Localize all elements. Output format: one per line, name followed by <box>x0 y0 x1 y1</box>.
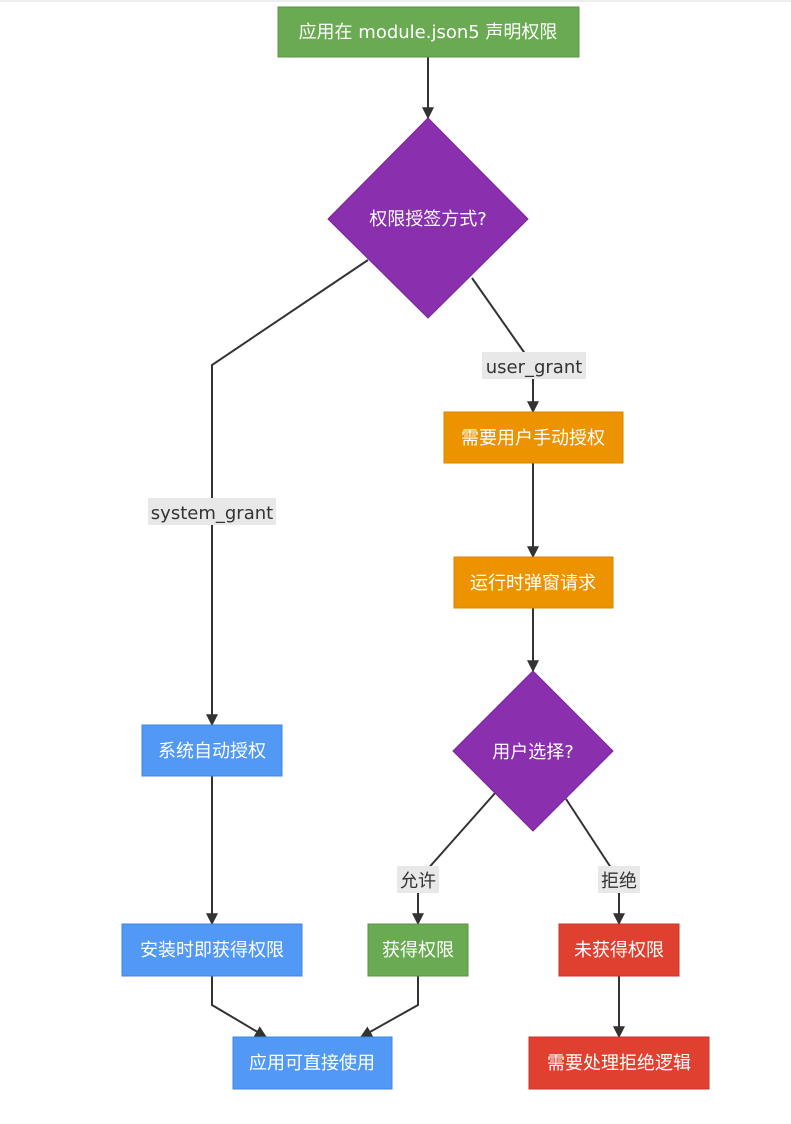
node-handle-reject: 需要处理拒绝逻辑 <box>528 1036 710 1090</box>
node-granted: 获得权限 <box>367 923 469 977</box>
node-handle-reject-text: 需要处理拒绝逻辑 <box>547 1053 691 1074</box>
edge-label-user-grant-text: user_grant <box>486 357 583 378</box>
edge-label-allow: 允许 <box>397 866 439 893</box>
node-runtime-popup: 运行时弹窗请求 <box>453 556 614 609</box>
edge-label-reject-text: 拒绝 <box>601 871 637 892</box>
node-need-user: 需要用户手动授权 <box>443 411 624 464</box>
edge-type-to-system <box>206 259 369 727</box>
node-declare: 应用在 module.json5 声明权限 <box>277 6 580 58</box>
node-user-choice: 用户选择? <box>452 670 614 832</box>
node-not-granted: 未获得权限 <box>558 923 680 977</box>
node-need-user-text: 需要用户手动授权 <box>461 428 605 449</box>
node-not-granted-text: 未获得权限 <box>574 940 664 961</box>
edge-install-to-use <box>211 976 268 1038</box>
edge-label-system-grant-text: system_grant <box>151 503 273 524</box>
node-system-auto: 系统自动授权 <box>141 724 283 777</box>
node-user-choice-text: 用户选择? <box>492 742 574 763</box>
node-system-auto-text: 系统自动授权 <box>158 741 266 762</box>
edge-choice-to-reject <box>565 798 625 926</box>
node-use-direct: 应用可直接使用 <box>232 1036 393 1090</box>
edge-type-to-user <box>471 277 539 414</box>
node-install-granted-text: 安装时即获得权限 <box>140 940 284 961</box>
edge-label-system-grant: system_grant <box>148 498 276 525</box>
edge-label-reject: 拒绝 <box>598 866 640 893</box>
edge-choice-to-granted <box>412 791 497 926</box>
edge-label-allow-text: 允许 <box>400 871 436 892</box>
node-grant-type: 权限授签方式? <box>327 117 529 319</box>
node-runtime-popup-text: 运行时弹窗请求 <box>470 573 596 594</box>
node-use-direct-text: 应用可直接使用 <box>249 1053 375 1074</box>
node-grant-type-text: 权限授签方式? <box>369 209 487 230</box>
edge-granted-to-use <box>359 976 419 1038</box>
node-install-granted: 安装时即获得权限 <box>121 923 303 977</box>
node-granted-text: 获得权限 <box>382 940 454 961</box>
top-border <box>0 0 791 2</box>
edge-label-user-grant: user_grant <box>482 352 586 379</box>
edges <box>206 57 625 1039</box>
node-declare-text: 应用在 module.json5 声明权限 <box>299 22 558 43</box>
